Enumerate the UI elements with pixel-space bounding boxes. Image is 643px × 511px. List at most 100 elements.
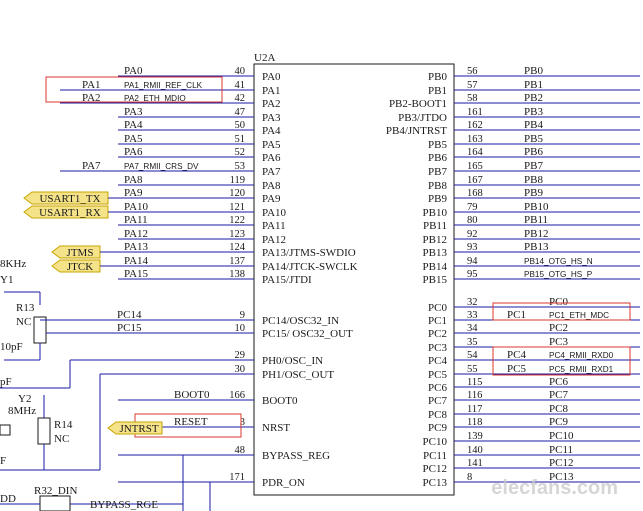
crystal8m-ref: Y2 — [18, 393, 31, 405]
left-pin-number: 9 — [240, 310, 245, 321]
right-pin-number: 80 — [467, 215, 478, 226]
left-pin-name: PA8 — [262, 180, 281, 192]
right-pin-number: 93 — [467, 242, 478, 253]
left-net-label: PA14 — [124, 255, 149, 267]
r14-ref: R14 — [54, 419, 73, 431]
right-pin-name: PB12 — [423, 234, 447, 246]
left-net-label: PA5 — [124, 133, 143, 145]
left-pin-name: PA3 — [262, 112, 281, 124]
right-pin-name: PB9 — [428, 193, 447, 205]
right-pin-name: PC13 — [423, 477, 448, 489]
left-pin-name: PA9 — [262, 193, 281, 205]
r13-ref: R13 — [16, 302, 35, 314]
left-pin-number: 10 — [235, 323, 246, 334]
left-pin-number: 122 — [229, 215, 245, 226]
chip-ref: U2A — [254, 52, 275, 64]
highlight-box-pc4-pc5 — [492, 346, 631, 376]
left-pin-number: 3 — [240, 417, 245, 428]
right-net-label: PC12 — [549, 457, 573, 469]
right-pin-name: PC2 — [428, 328, 447, 340]
crystal32-ref: Y1 — [0, 274, 13, 286]
right-pin-number: 55 — [467, 364, 478, 375]
left-net-label: PA3 — [124, 106, 143, 118]
chip-body — [253, 63, 455, 496]
left-pin-number: 41 — [235, 80, 246, 91]
left-pin-name: PC14/OSC32_IN — [262, 315, 339, 327]
right-pin-number: 167 — [467, 175, 483, 186]
crystal32-cap: 10pF — [0, 341, 23, 353]
left-net-label: PA13 — [124, 241, 149, 253]
right-pin-name: PC7 — [428, 395, 447, 407]
right-pin-number: 139 — [467, 431, 483, 442]
left-net-label: PA7_RMII_CRS_DV — [124, 162, 199, 171]
left-pin-number: 30 — [235, 364, 246, 375]
left-pin-name: PA7 — [262, 166, 281, 178]
left-net-label: PA11 — [124, 214, 148, 226]
jtms-port-label: JTMS — [67, 247, 94, 259]
right-pin-number: 79 — [467, 202, 478, 213]
left-pin-number: 124 — [229, 242, 246, 253]
right-pin-number: 34 — [467, 323, 478, 334]
right-pin-name: PC3 — [428, 342, 447, 354]
right-pin-name: PB10 — [423, 207, 448, 219]
left-net-label: PA6 — [124, 146, 143, 158]
left-pin-number: 48 — [235, 445, 246, 456]
crystal8m-cap-bot: F — [0, 455, 6, 467]
right-pin-number: 92 — [467, 229, 478, 240]
right-ext-label: PC5 — [507, 363, 526, 375]
left-net-label: RESET — [174, 416, 208, 428]
left-net-label: PA12 — [124, 228, 148, 240]
right-net-label: PC8 — [549, 403, 568, 415]
left-pin-name: PA15/JTDI — [262, 274, 312, 286]
right-net-label: PB8 — [524, 174, 543, 186]
left-pin-name: PA12 — [262, 234, 286, 246]
right-pin-name: PC0 — [428, 302, 447, 314]
left-pin-number: 40 — [235, 66, 246, 77]
right-pin-name: PC10 — [423, 436, 448, 448]
right-net-label: PC9 — [549, 416, 568, 428]
left-pin-name: PA1 — [262, 85, 281, 97]
y2-crystal — [0, 424, 11, 436]
right-pin-number: 162 — [467, 120, 483, 131]
right-net-label: PB3 — [524, 106, 543, 118]
right-pin-name: PB13 — [423, 247, 448, 259]
right-pin-number: 163 — [467, 134, 483, 145]
right-net-label: PB13 — [524, 241, 549, 253]
right-pin-name: PC5 — [428, 369, 447, 381]
right-pin-number: 117 — [467, 404, 482, 415]
left-net-label: PC15 — [117, 322, 142, 334]
right-net-label: PC11 — [549, 444, 573, 456]
left-net-label: PA2_ETH_MDIO — [124, 94, 186, 103]
right-pin-name: PB7 — [428, 166, 447, 178]
left-pin-name: PA11 — [262, 220, 286, 232]
left-pin-number: 51 — [235, 134, 246, 145]
left-pin-name: BOOT0 — [262, 395, 298, 407]
right-pin-name: PC4 — [428, 355, 447, 367]
right-net-label: PC10 — [549, 430, 574, 442]
left-ext-label: PA2 — [82, 92, 101, 104]
left-pin-number: 42 — [235, 93, 246, 104]
right-pin-number: 35 — [467, 337, 478, 348]
left-pin-number: 138 — [229, 269, 245, 280]
crystal8m-freq: 8MHz — [8, 405, 36, 417]
right-net-label: PB15_OTG_HS_P — [524, 270, 593, 279]
right-pin-number: 95 — [467, 269, 478, 280]
right-pin-number: 165 — [467, 161, 483, 172]
right-net-label: PB10 — [524, 201, 549, 213]
left-pin-name: PA4 — [262, 125, 281, 137]
left-net-label: PA10 — [124, 201, 149, 213]
left-pin-name: BYPASS_REG — [262, 450, 330, 462]
right-net-label: PB12 — [524, 228, 548, 240]
left-pin-name: PA10 — [262, 207, 287, 219]
right-net-label: PB4 — [524, 119, 543, 131]
left-ext-label: PA1 — [82, 79, 101, 91]
highlight-box-pc1 — [492, 302, 631, 321]
left-net-label: PA15 — [124, 268, 149, 280]
right-pin-number: 141 — [467, 458, 483, 469]
right-pin-number: 116 — [467, 390, 482, 401]
right-pin-number: 161 — [467, 107, 483, 118]
left-pin-name: PA6 — [262, 152, 281, 164]
left-pin-number: 52 — [235, 147, 246, 158]
right-pin-number: 57 — [467, 80, 478, 91]
